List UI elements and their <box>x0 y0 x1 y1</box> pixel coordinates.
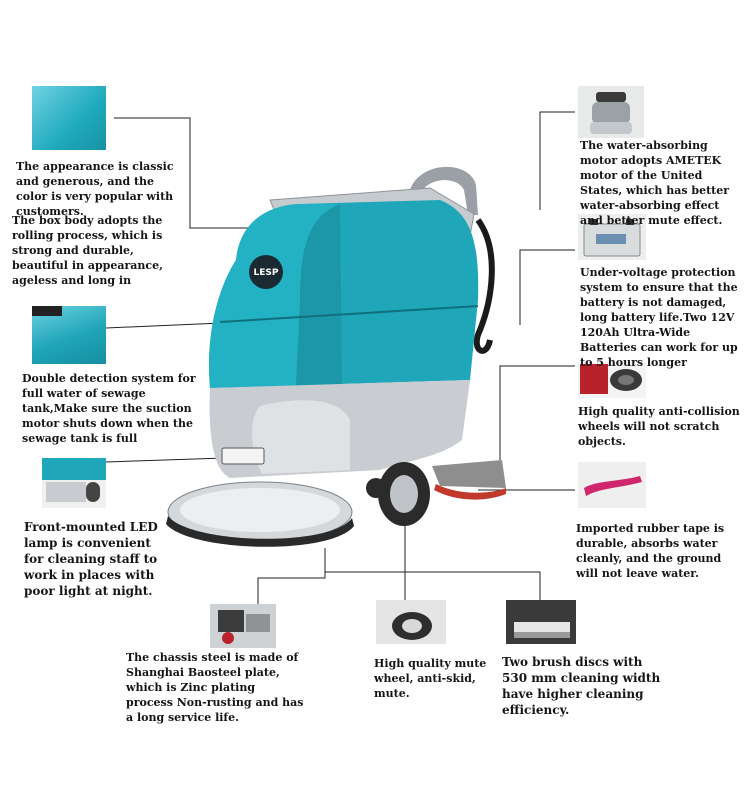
wheels-text: High quality anti-collision wheels will … <box>578 405 740 448</box>
floor-scrubber-illustration: LESP <box>166 166 506 547</box>
rubber-strip-photo <box>578 462 646 508</box>
box-body-text: The box body adopts the rolling process,… <box>12 214 163 287</box>
handle <box>410 166 478 215</box>
detection-text: Double detection system for full water o… <box>22 372 196 445</box>
chassis-text: The chassis steel is made of Shanghai Ba… <box>126 651 304 724</box>
wheel-photo <box>578 362 646 398</box>
appearance-text: The appearance is classic and generous, … <box>16 160 174 218</box>
brush-text: Two brush discs with 530 mm cleaning wid… <box>502 655 661 717</box>
motor-text: The water-absorbing motor adopts AMETEK … <box>580 139 730 227</box>
battery-text: Under-voltage protection system to ensur… <box>580 266 738 369</box>
front-led-photo <box>42 458 106 508</box>
squeegee-rubber <box>432 460 506 488</box>
drain-hose <box>473 218 495 354</box>
brand-logo-text: LESP <box>254 268 279 278</box>
control-panel <box>221 447 265 465</box>
motor-photo <box>578 86 644 138</box>
mute-wheel-photo <box>376 600 446 644</box>
brush-disc-photo <box>506 600 576 644</box>
product-photo-thumbnail <box>32 86 106 150</box>
mute-wheel-text: High quality mute wheel, anti-skid, mute… <box>374 657 487 700</box>
brand-logo-icon <box>249 255 283 289</box>
product-led-thumbnail <box>32 306 106 364</box>
rubber-text: Imported rubber tape is durable, absorbs… <box>576 522 725 580</box>
battery-photo <box>578 214 646 260</box>
chassis-photo <box>210 604 276 648</box>
led-text: Front-mounted LED lamp is convenient for… <box>24 520 158 598</box>
